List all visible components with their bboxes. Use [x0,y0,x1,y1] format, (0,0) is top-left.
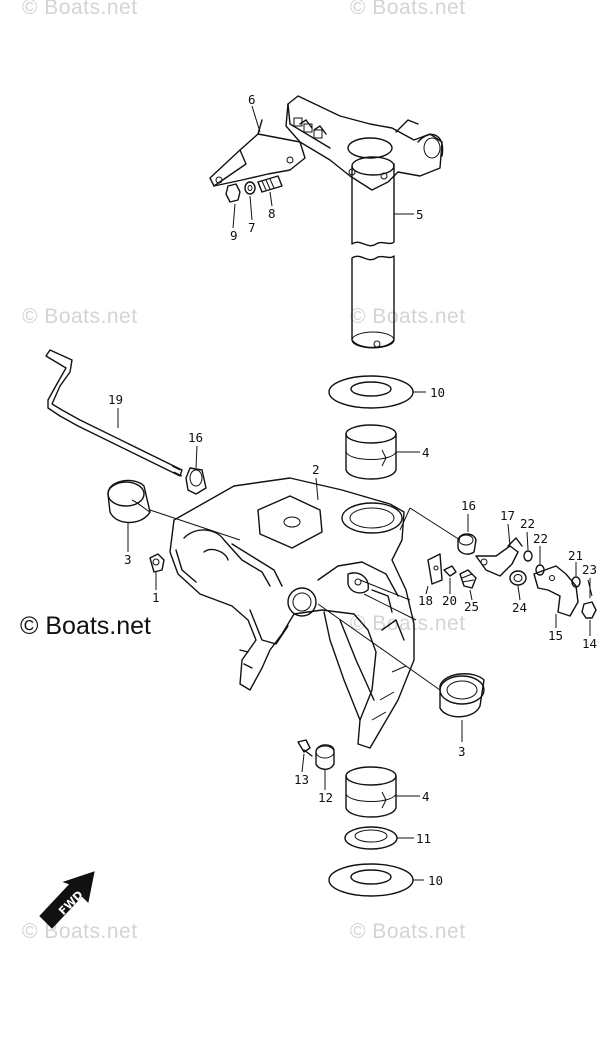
label-4-lower: 4 [422,789,430,804]
part-9-nut [225,183,241,203]
label-7: 7 [248,220,256,235]
label-24: 24 [512,600,527,615]
watermark: © Boats.net [350,920,466,943]
label-14: 14 [582,636,597,651]
assembly-lines [149,507,461,691]
part-5-shaft [348,156,395,349]
label-5: 5 [416,207,424,222]
watermark: © Boats.net [350,305,466,328]
part-3-bushing-right [439,673,485,718]
label-10-lower: 10 [428,873,443,888]
part-15-stopper [533,565,579,617]
leader-lines [117,105,591,881]
part-2-swivel-bracket [169,477,415,749]
part-14-nut [581,601,597,619]
part-13-bolt [297,739,313,757]
part-10-washer-upper [328,375,414,409]
watermark: © Boats.net [350,612,466,635]
part-17-lever [475,537,523,577]
label-16-right: 16 [461,498,476,513]
part-4-bushing-upper [345,424,397,480]
label-8: 8 [268,206,276,221]
part-20-pin [443,565,457,577]
label-23: 23 [582,562,597,577]
label-10-upper: 10 [430,385,445,400]
label-13: 13 [294,772,309,787]
part-18-plate [427,553,443,585]
label-6: 6 [248,92,256,107]
label-2: 2 [312,462,320,477]
part-19-rod [45,349,183,477]
label-11: 11 [416,831,431,846]
part-4-bushing-lower [345,766,397,818]
part-12-bushing [315,744,335,770]
part-24-bushing [509,570,527,586]
part-6-bracket [209,119,306,187]
label-18: 18 [418,593,433,608]
label-19: 19 [108,392,123,407]
label-25: 25 [464,599,479,614]
part-16-bushing-right [457,533,477,555]
part-11-washer [344,826,398,850]
label-20: 20 [442,593,457,608]
part-1-fitting [149,553,165,573]
label-15: 15 [548,628,563,643]
label-17: 17 [500,508,515,523]
part-3-bushing-left [107,479,151,524]
watermark: © Boats.net [22,305,138,328]
part-25-spring [459,569,477,589]
part-8-stud [257,175,283,193]
label-4-upper: 4 [422,445,430,460]
label-16-left: 16 [188,430,203,445]
label-9: 9 [230,228,238,243]
label-22-lower: 22 [533,531,548,546]
label-21: 21 [568,548,583,563]
steering-head [285,95,444,191]
watermark: © Boats.net [350,0,466,19]
part-10-washer-lower [328,863,414,897]
fwd-arrow-icon: FWD [39,871,95,929]
label-1: 1 [152,590,160,605]
part-number-labels: 6 5 9 7 8 10 4 19 16 2 3 1 3 4 11 10 13 … [108,92,597,888]
part-7-washer [244,181,256,195]
part-21-washer [571,576,581,588]
label-3-left: 3 [124,552,132,567]
watermark: © Boats.net [22,0,138,19]
label-12: 12 [318,790,333,805]
part-16-bushing-left [185,467,207,495]
label-3-right: 3 [458,744,466,759]
label-22-upper: 22 [520,516,535,531]
brand-label: © Boats.net [20,612,151,640]
